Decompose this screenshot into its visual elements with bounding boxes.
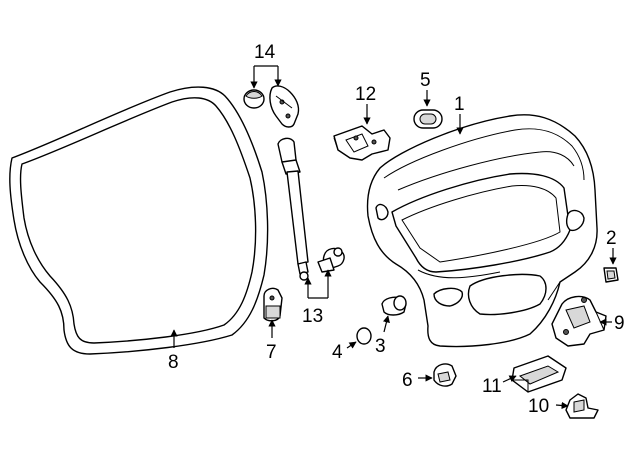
callout-labels: 1 2 3 4 5 6 7 8 9 10 11 12 13 14 xyxy=(168,42,625,417)
latch-striker xyxy=(565,393,599,419)
callout-12: 12 xyxy=(355,84,376,105)
ball-stud xyxy=(317,247,345,273)
liftgate-bumper xyxy=(263,287,283,322)
leader-lines xyxy=(170,65,617,410)
callout-14: 14 xyxy=(254,42,276,63)
callout-10: 10 xyxy=(528,396,549,417)
small-plug xyxy=(356,327,372,345)
liftgate-hinge xyxy=(333,125,391,161)
callout-7: 7 xyxy=(266,342,277,363)
callout-9: 9 xyxy=(614,313,625,334)
callout-8: 8 xyxy=(168,352,179,373)
callout-3: 3 xyxy=(375,336,386,357)
strut-upper-bracket xyxy=(269,85,300,128)
retainer-clip xyxy=(603,267,619,283)
release-switch xyxy=(433,363,457,387)
grommet xyxy=(413,109,443,129)
strut-cap xyxy=(243,89,265,109)
liftgate-latch xyxy=(551,295,607,347)
callout-1: 1 xyxy=(454,94,465,115)
callout-11: 11 xyxy=(482,376,502,397)
handle-lamp-assembly xyxy=(511,355,567,393)
callout-2: 2 xyxy=(606,228,617,249)
weatherstrip-seal xyxy=(9,86,269,355)
liftgate-strut xyxy=(277,137,309,281)
liftgate-panel xyxy=(366,114,598,348)
plug-cap xyxy=(381,295,407,316)
callout-13: 13 xyxy=(302,306,323,327)
callout-6: 6 xyxy=(402,370,413,391)
callout-4: 4 xyxy=(332,342,343,363)
callout-5: 5 xyxy=(420,70,431,91)
